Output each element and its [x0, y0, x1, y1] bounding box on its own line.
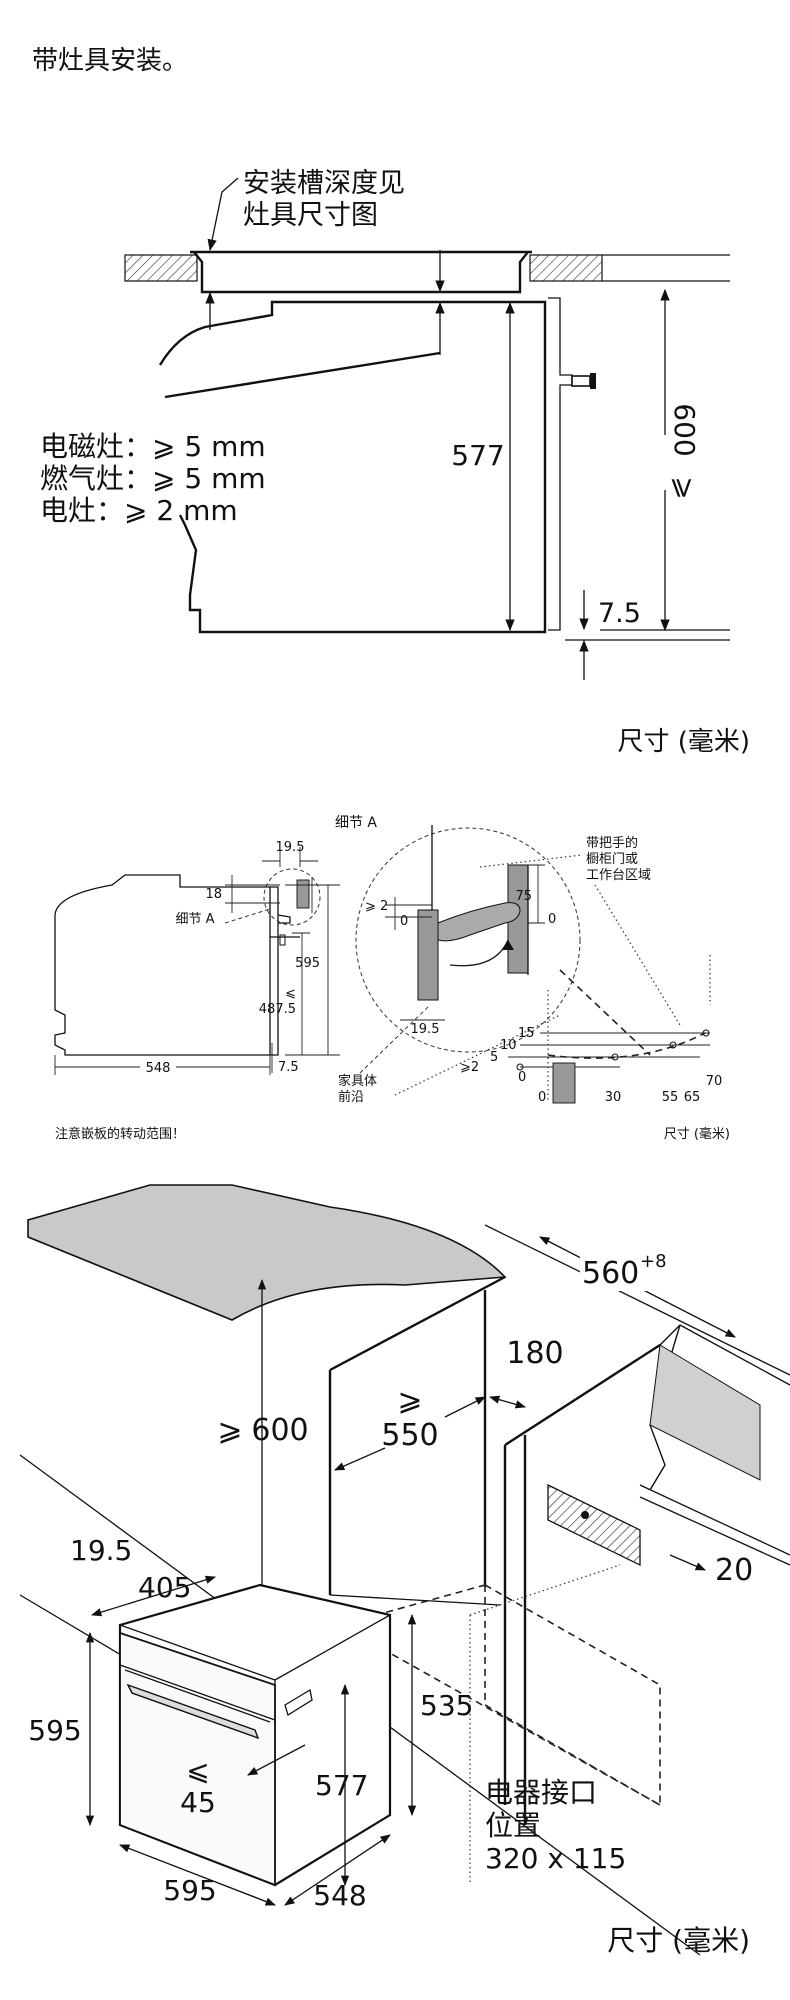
oven-knob	[571, 375, 591, 387]
callout-line1: 安装槽深度见	[243, 168, 405, 199]
dim-535: 535	[420, 1689, 473, 1722]
cabinet-installation-diagram: 560 +8 180 ⩾ 600 ⩾ 550 20 19.5 405 595 5…	[19, 1184, 790, 1957]
handle-note-line1: 带把手的	[586, 835, 638, 851]
handle-note-line2: 橱柜门或	[586, 852, 638, 867]
intro-text: 带灶具安装。	[32, 46, 189, 76]
dim-595-h: 595	[28, 1714, 81, 1747]
detail-a-title: 细节 A	[335, 815, 377, 831]
dim-0-right: 0	[548, 912, 556, 927]
worktop-right	[529, 254, 603, 282]
cooktop	[190, 250, 532, 294]
socket-label-line2: 位置	[485, 1809, 541, 1842]
dim-45-sign: ⩽	[186, 1754, 209, 1787]
scale-15: 15	[518, 1026, 535, 1041]
dim-600: 600	[668, 403, 701, 456]
door-panel-lower	[417, 909, 439, 1001]
req-gas: 燃气灶：⩾ 5 mm	[40, 462, 266, 495]
dim-19-5-bottom: 19.5	[411, 1022, 440, 1037]
furniture-front-line1: 家具体	[338, 1073, 377, 1089]
dim-560: 560	[582, 1256, 639, 1291]
dim-548-3: 548	[313, 1879, 366, 1912]
units-label-2: 尺寸 (毫米)	[664, 1126, 730, 1142]
scale-55: 55	[662, 1090, 679, 1105]
dim-600-3: 600	[251, 1413, 308, 1448]
dim-405: 405	[138, 1571, 191, 1604]
req-induction: 电磁灶：⩾ 5 mm	[40, 430, 266, 463]
dim-75: 75	[515, 889, 532, 904]
dim-ge2: ⩾ 2	[365, 899, 388, 914]
scale-0-b: 0	[538, 1090, 546, 1105]
scale-65: 65	[684, 1090, 701, 1105]
dim-0-left: 0	[400, 914, 408, 929]
oven-front-panel	[548, 297, 573, 631]
dim-487-5: 487.5	[259, 1002, 296, 1017]
scale-70: 70	[706, 1074, 723, 1089]
dim-19-5-top: 19.5	[276, 840, 305, 855]
dim-595-w: 595	[163, 1874, 216, 1907]
callout-line2: 灶具尺寸图	[243, 200, 378, 231]
units-label-3: 尺寸 (毫米)	[607, 1924, 750, 1957]
dim-577-3: 577	[315, 1769, 368, 1802]
worktop-slab	[27, 1184, 507, 1321]
scale-30: 30	[605, 1090, 622, 1105]
oven-side-view	[54, 874, 271, 1056]
dim-600-sign-3: ⩾	[217, 1413, 242, 1448]
hand-icon	[437, 902, 521, 942]
dim-577: 577	[451, 439, 504, 472]
dim-487-5-sign: ⩽	[285, 986, 296, 1001]
dim-180: 180	[506, 1336, 563, 1371]
handle-note-line3: 工作台区域	[586, 868, 651, 883]
dim-18: 18	[205, 887, 222, 902]
scale-ge2: ⩾2	[460, 1060, 479, 1075]
detail-a-label-left: 细节 A	[175, 912, 214, 927]
detail-a-circle	[355, 827, 581, 1053]
oven-handle	[126, 1683, 260, 1740]
cooktop-installation-diagram: 安装槽深度见 灶具尺寸图 577 600 ⩾ 7.5 电磁灶：⩾ 5 mm 燃气…	[40, 168, 750, 757]
dim-550: 550	[381, 1418, 438, 1453]
req-electric: 电灶：⩾ 2 mm	[40, 494, 238, 527]
dim-45: 45	[180, 1786, 216, 1819]
oven-outline	[158, 300, 547, 634]
dim-560-sup: +8	[640, 1251, 667, 1272]
dim-19-5-3: 19.5	[70, 1534, 132, 1567]
dim-595: 595	[295, 956, 320, 971]
detail-a-diagram: 19.5 18 细节 A 595 ⩽ 487.5 548 7.5 注意嵌板的转动…	[54, 815, 730, 1142]
scale-5: 5	[490, 1050, 498, 1065]
dim-7-5: 7.5	[598, 598, 641, 629]
scale-10: 10	[500, 1038, 517, 1053]
dim-550-sign: ⩾	[397, 1383, 422, 1418]
dim-20: 20	[715, 1553, 753, 1588]
scale-0-a: 0	[518, 1070, 526, 1085]
worktop-left	[124, 254, 198, 282]
dim-548: 548	[146, 1061, 171, 1076]
warning-text: 注意嵌板的转动范围！	[55, 1126, 185, 1142]
units-label-1: 尺寸 (毫米)	[617, 727, 750, 757]
socket-label-line3: 320 x 115	[485, 1842, 626, 1875]
socket-area	[547, 1483, 641, 1567]
dim-600-sign: ⩾	[668, 476, 701, 499]
socket-label-line1: 电器接口	[485, 1776, 597, 1809]
dim-7-5-small: 7.5	[278, 1060, 299, 1075]
furniture-front-line2: 前沿	[338, 1089, 364, 1105]
